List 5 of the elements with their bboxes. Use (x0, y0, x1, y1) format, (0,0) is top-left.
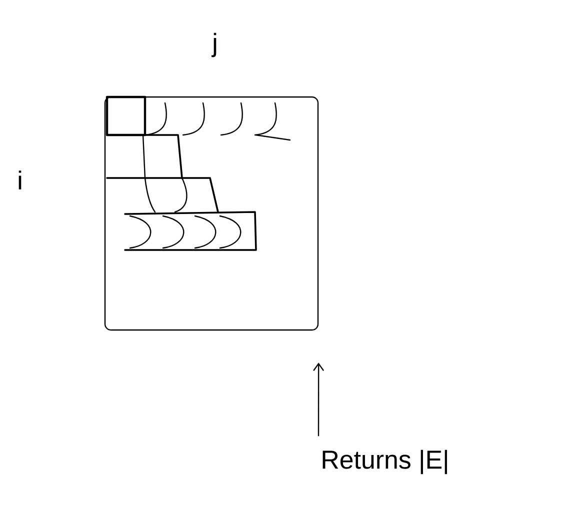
matrix-box (104, 96, 319, 331)
axis-label: i (18, 170, 22, 190)
caption-text: Returns |E| (322, 450, 447, 474)
axis-label: j (212, 32, 216, 58)
arrow (313, 362, 324, 436)
